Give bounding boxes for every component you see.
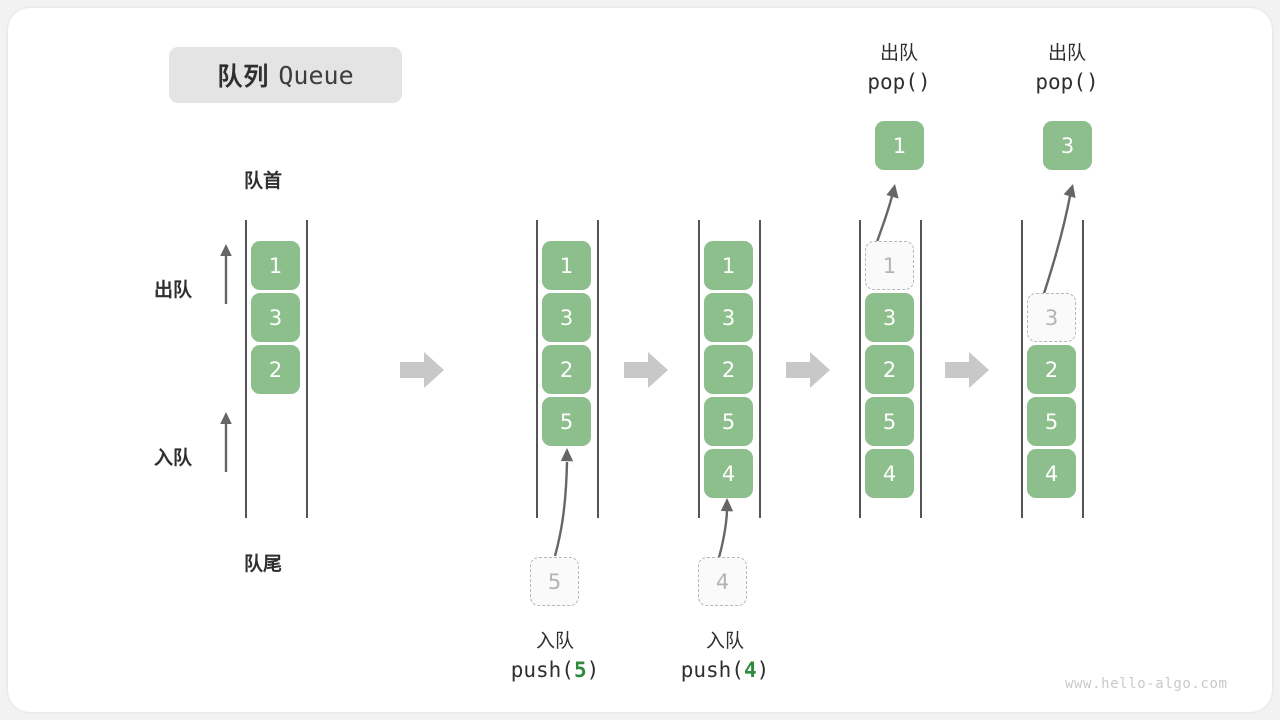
dequeue-direction-label: 出队 [154, 279, 193, 301]
queue-rail-left-col3 [698, 220, 700, 518]
pop-caption-cn: 出队 [879, 42, 918, 64]
queue-rail-right-col3 [759, 220, 761, 518]
popped-ghost-cell: 3 [1027, 293, 1076, 342]
popped-value-cell: 1 [875, 121, 924, 170]
pop-arrow-icon-col5 [1038, 184, 1076, 307]
queue-cell: 4 [1027, 449, 1076, 498]
push-arrow-icon-col3 [716, 498, 734, 562]
queue-cell: 2 [1027, 345, 1076, 394]
queue-rail-left-col2 [536, 220, 538, 518]
queue-cell: 2 [251, 345, 300, 394]
push-caption-col2: 入队 push(5) [470, 628, 640, 685]
dequeue-direction-arrow-icon [220, 244, 232, 304]
diagram-title-chip: 队列 Queue [169, 47, 402, 103]
queue-cell: 5 [704, 397, 753, 446]
step-arrow-icon [945, 352, 989, 388]
step-arrow-icon [786, 352, 830, 388]
push-caption-cn: 入队 [535, 630, 574, 652]
enqueue-direction-arrow-icon [220, 412, 232, 472]
rear-label: 队尾 [244, 553, 283, 575]
queue-rail-right-col1 [306, 220, 308, 518]
front-label: 队首 [244, 170, 283, 192]
pop-arrow-icon-col4 [873, 184, 899, 249]
popped-ghost-cell: 1 [865, 241, 914, 290]
queue-rail-left-col5 [1021, 220, 1023, 518]
watermark: www.hello-algo.com [1065, 676, 1228, 692]
queue-cell: 1 [704, 241, 753, 290]
queue-cell: 2 [865, 345, 914, 394]
step-arrow-icon [400, 352, 444, 388]
popped-value-cell: 3 [1043, 121, 1092, 170]
push-code-prefix: push( [680, 658, 744, 682]
title-chinese: 队列 [217, 62, 270, 91]
incoming-ghost-cell: 5 [530, 557, 579, 606]
queue-cell: 5 [865, 397, 914, 446]
push-caption-code: push(4) [640, 655, 810, 685]
pop-caption-code: pop() [867, 70, 931, 94]
push-caption-cn: 入队 [705, 630, 744, 652]
queue-cell: 1 [251, 241, 300, 290]
enqueue-direction-label: 入队 [154, 447, 193, 469]
push-code-number: 5 [573, 658, 587, 682]
pop-caption-cn: 出队 [1047, 42, 1086, 64]
queue-cell: 3 [251, 293, 300, 342]
push-code-suffix: ) [586, 658, 600, 682]
queue-cell: 2 [704, 345, 753, 394]
push-caption-col3: 入队 push(4) [640, 628, 810, 685]
push-code-prefix: push( [510, 658, 574, 682]
step-arrow-icon [624, 352, 668, 388]
incoming-ghost-cell: 4 [698, 557, 747, 606]
queue-rail-right-col5 [1082, 220, 1084, 518]
queue-cell: 5 [1027, 397, 1076, 446]
queue-cell: 3 [704, 293, 753, 342]
queue-cell: 3 [542, 293, 591, 342]
diagram-card: 队列 Queue 队首 队尾 出队 入队 1 3 2 1 3 [8, 8, 1272, 712]
push-arrow-icon-col2 [553, 448, 574, 557]
pop-caption-col4: 出队 pop() [814, 40, 984, 97]
pop-caption-code: pop() [1035, 70, 1099, 94]
push-code-number: 4 [743, 658, 757, 682]
push-code-suffix: ) [756, 658, 770, 682]
queue-cell: 2 [542, 345, 591, 394]
push-caption-code: push(5) [470, 655, 640, 685]
queue-cell: 4 [865, 449, 914, 498]
queue-cell: 1 [542, 241, 591, 290]
queue-cell: 5 [542, 397, 591, 446]
title-english: Queue [278, 60, 354, 90]
queue-cell: 3 [865, 293, 914, 342]
queue-rail-left-col4 [859, 220, 861, 518]
queue-rail-left-col1 [245, 220, 247, 518]
queue-rail-right-col4 [920, 220, 922, 518]
queue-cell: 4 [704, 449, 753, 498]
queue-rail-right-col2 [597, 220, 599, 518]
pop-caption-col5: 出队 pop() [982, 40, 1152, 97]
